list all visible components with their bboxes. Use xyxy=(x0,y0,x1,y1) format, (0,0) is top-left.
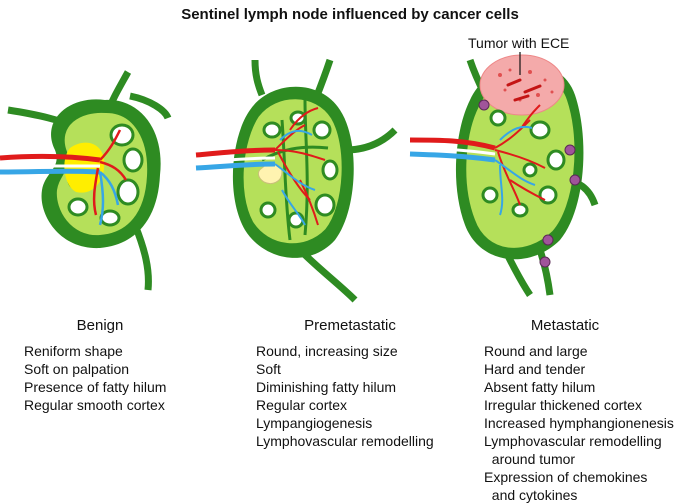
benign-features: Reniform shape Soft on palpation Presenc… xyxy=(24,342,166,414)
feature-item: Regular smooth cortex xyxy=(24,397,165,413)
lymph-node-illustrations xyxy=(0,52,599,303)
feature-item: Soft xyxy=(256,361,281,377)
feature-item: Round and large xyxy=(484,343,588,359)
feature-item: and cytokines xyxy=(484,487,578,503)
panel-label-premetastatic: Premetastatic xyxy=(304,317,396,334)
benign-node xyxy=(0,70,172,291)
feature-item: Diminishing fatty hilum xyxy=(256,379,397,395)
feature-item: Presence of fatty hilum xyxy=(24,379,167,395)
metastatic-features: Round and large Hard and tender Absent f… xyxy=(484,342,674,504)
tumor-ece-annotation: Tumor with ECE xyxy=(468,35,570,51)
feature-item: Lympangiogenesis xyxy=(256,415,373,431)
panel-label-benign: Benign xyxy=(76,317,124,334)
premetastatic-features: Round, increasing size Soft Diminishing … xyxy=(256,342,434,450)
feature-item: Expression of chemokines xyxy=(484,469,648,485)
feature-item: Round, increasing size xyxy=(256,343,398,359)
metastatic-node xyxy=(409,52,599,297)
diagram-title: Sentinel lymph node influenced by cancer… xyxy=(181,6,519,23)
feature-item: Irregular thickened cortex xyxy=(484,397,642,413)
feature-item: Hard and tender xyxy=(484,361,586,377)
feature-item: around tumor xyxy=(484,451,576,467)
feature-item: Soft on palpation xyxy=(24,361,130,377)
tumor-with-ece xyxy=(479,54,565,116)
panel-label-metastatic: Metastatic xyxy=(530,317,600,334)
feature-item: Increased hymphangionenesis xyxy=(484,415,674,431)
feature-item: Lymphovascular remodelling xyxy=(484,433,662,449)
feature-item: Absent fatty hilum xyxy=(484,379,596,395)
feature-item: Lymphovascular remodelling xyxy=(256,433,434,449)
feature-item: Regular cortex xyxy=(256,397,348,413)
premetastatic-node xyxy=(195,58,398,303)
feature-item: Reniform shape xyxy=(24,343,123,359)
